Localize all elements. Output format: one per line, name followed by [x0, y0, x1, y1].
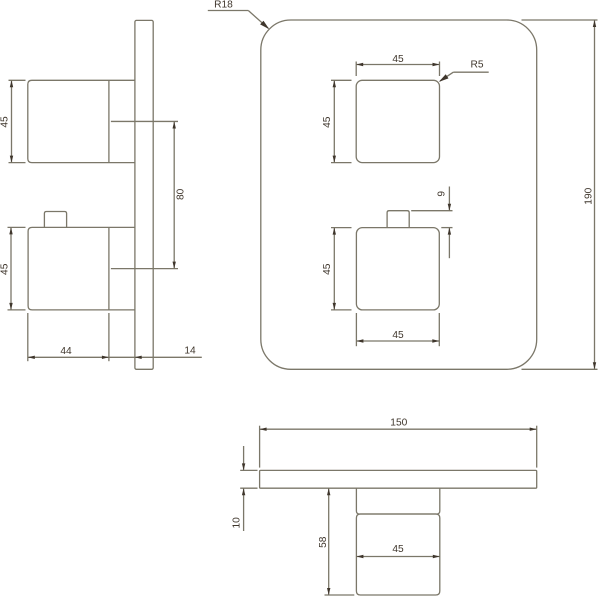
svg-text:10: 10 — [232, 517, 243, 529]
svg-text:150: 150 — [390, 418, 407, 429]
svg-text:9: 9 — [437, 191, 448, 197]
svg-text:45: 45 — [0, 116, 10, 128]
svg-text:45: 45 — [392, 54, 404, 65]
svg-text:44: 44 — [60, 346, 72, 357]
svg-text:80: 80 — [176, 188, 187, 200]
svg-text:14: 14 — [184, 345, 196, 356]
svg-text:45: 45 — [0, 263, 10, 275]
svg-text:58: 58 — [318, 536, 329, 548]
svg-text:45: 45 — [322, 116, 333, 128]
svg-text:45: 45 — [322, 263, 333, 275]
svg-text:45: 45 — [392, 544, 404, 555]
svg-text:190: 190 — [584, 187, 595, 204]
svg-text:45: 45 — [392, 330, 404, 341]
svg-text:R18: R18 — [214, 0, 233, 10]
svg-text:R5: R5 — [470, 60, 483, 71]
